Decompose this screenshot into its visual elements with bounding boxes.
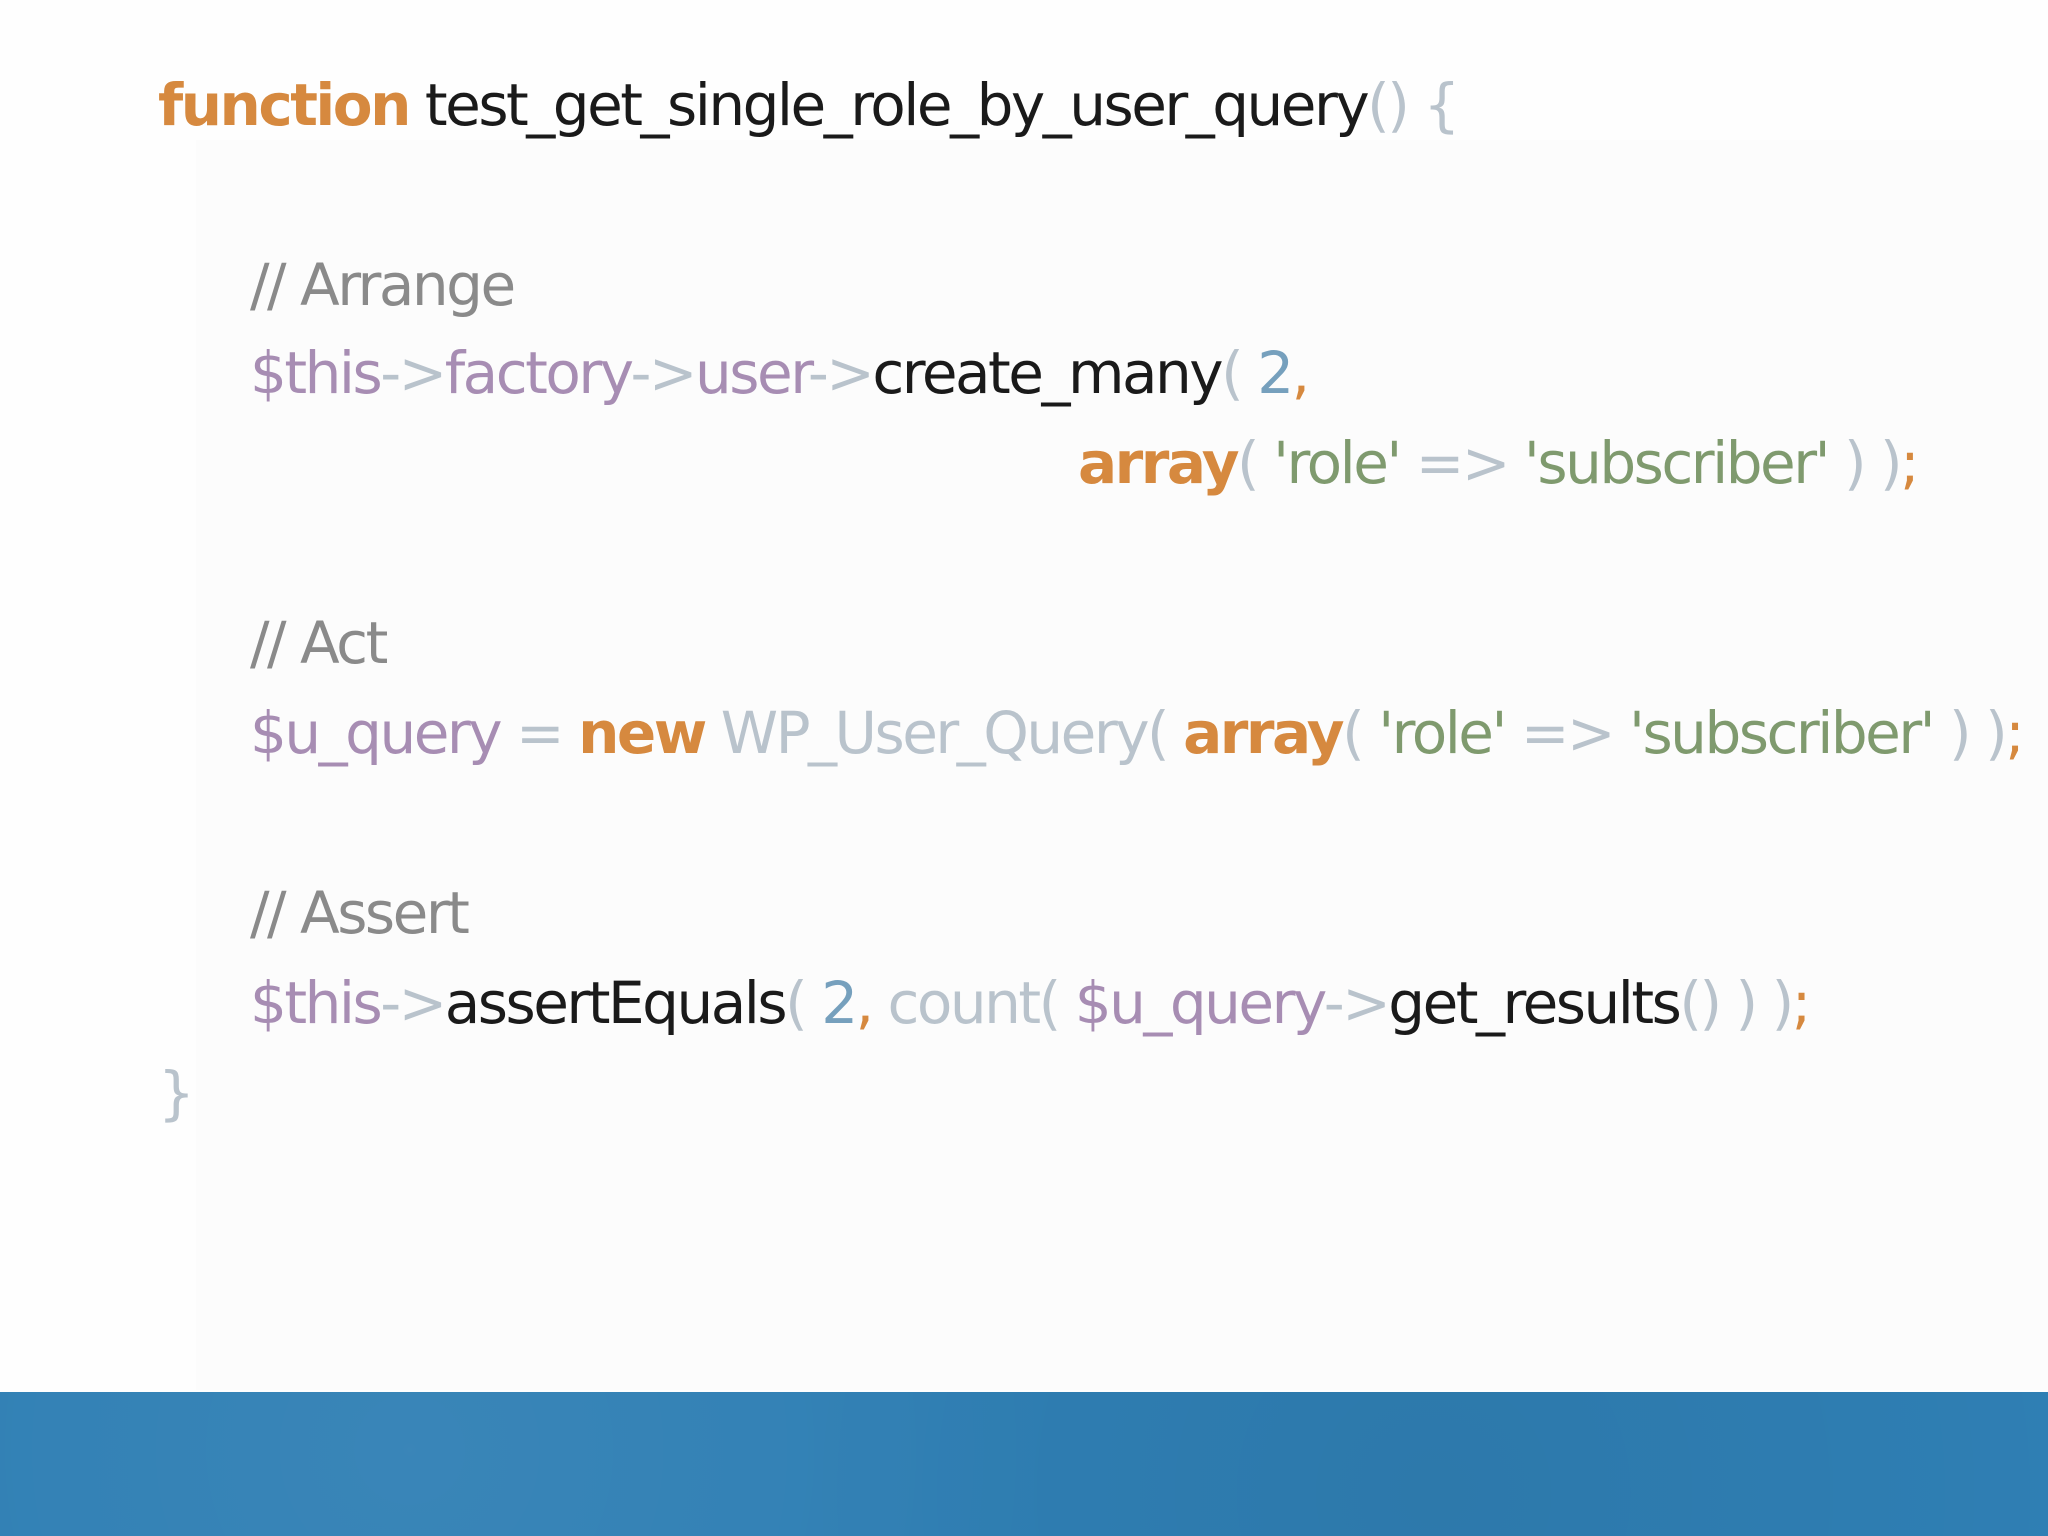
token-arrow: ->: [1323, 969, 1391, 1037]
token-number: 2: [821, 969, 858, 1037]
closing-brace: }: [158, 1059, 195, 1127]
token-arrow: ->: [807, 339, 875, 407]
token-string-subscriber: 'subscriber': [1523, 429, 1831, 497]
token-factory: factory: [444, 339, 633, 407]
code-line-user-query: $u_query = new WP_User_Query( array( 'ro…: [250, 698, 2025, 768]
token-wp-user-query: WP_User_Query(: [704, 699, 1184, 767]
comment-assert: // Assert: [250, 879, 470, 947]
token-comma: ,: [1291, 339, 1310, 407]
keyword-function: function: [158, 71, 411, 139]
token-open-paren: (: [1221, 339, 1258, 407]
token-assert-equals: assertEquals: [444, 969, 788, 1037]
code-line-create-many: $this->factory->user->create_many( 2,: [250, 338, 1310, 408]
token-close-parens: ) ): [1933, 699, 2008, 767]
signature-parens: () {: [1367, 71, 1460, 139]
token-string-role: 'role': [1378, 699, 1507, 767]
token-semicolon: ;: [2005, 699, 2025, 767]
code-block: function test_get_single_role_by_user_qu…: [158, 70, 2025, 1127]
token-string-role: 'role': [1273, 429, 1402, 497]
footer-band: [0, 1392, 2048, 1536]
token-get-results: get_results: [1388, 969, 1682, 1037]
token-this: $this: [250, 339, 383, 407]
token-number: 2: [1257, 339, 1294, 407]
token-equals: =: [500, 699, 579, 767]
token-open-paren: (: [785, 969, 822, 1037]
token-user: user: [695, 339, 810, 407]
comment-act: // Act: [250, 609, 388, 677]
token-string-subscriber: 'subscriber': [1629, 699, 1936, 767]
keyword-array: array: [1183, 699, 1345, 767]
comment-arrange: // Arrange: [250, 251, 516, 319]
token-this: $this: [250, 969, 383, 1037]
code-line-array-args: array( 'role' => 'subscriber' ) );: [1078, 428, 1920, 498]
token-u-query: $u_query: [1074, 969, 1327, 1037]
token-arrow: ->: [380, 339, 447, 407]
keyword-array: array: [1078, 429, 1240, 497]
token-close-parens: () ) ): [1679, 969, 1794, 1037]
token-semicolon: ;: [1900, 429, 1920, 497]
token-arrow: ->: [630, 339, 698, 407]
token-open-paren: (: [1342, 699, 1379, 767]
function-name: test_get_single_role_by_user_query: [408, 71, 1370, 139]
token-fat-arrow: =>: [1504, 699, 1630, 767]
token-fat-arrow: =>: [1399, 429, 1524, 497]
token-semicolon: ;: [1791, 969, 1812, 1037]
token-arrow: ->: [380, 969, 447, 1037]
code-line-assert-equals: $this->assertEquals( 2, count( $u_query-…: [250, 968, 1812, 1038]
token-u-query: $u_query: [250, 699, 503, 767]
token-create-many: create_many: [872, 339, 1223, 407]
code-line-function-signature: function test_get_single_role_by_user_qu…: [158, 70, 1460, 140]
token-open-paren: (: [1237, 429, 1274, 497]
token-comma: ,: [855, 969, 888, 1037]
keyword-new: new: [578, 699, 707, 767]
code-panel: [196, 140, 2048, 1390]
token-close-parens: ) ): [1828, 429, 1903, 497]
token-count: count(: [887, 969, 1075, 1037]
